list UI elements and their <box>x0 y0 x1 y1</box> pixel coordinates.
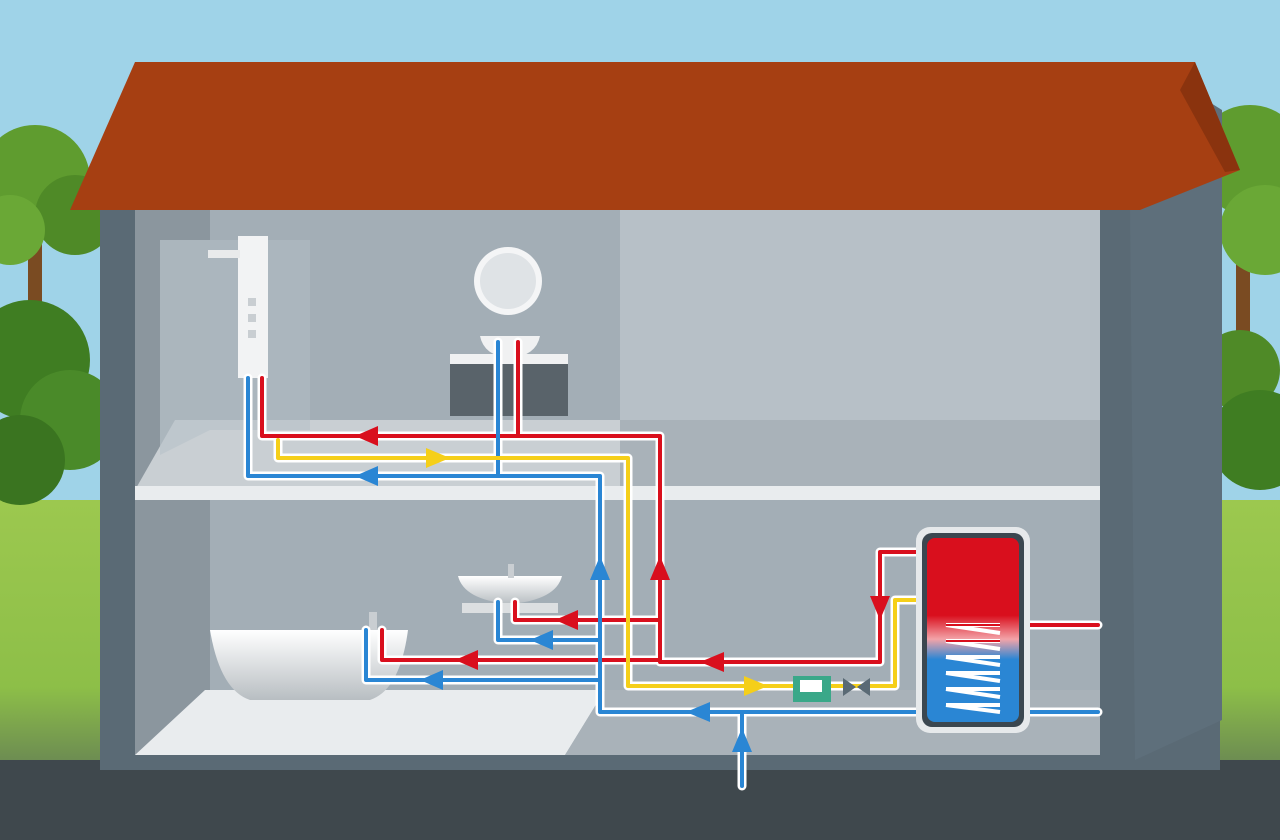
circulation-arrow <box>426 448 450 468</box>
cold-arrow <box>686 702 710 722</box>
round-mirror <box>474 247 542 315</box>
floor-slab <box>135 486 1100 500</box>
wash-basin-lower <box>458 564 562 613</box>
circulation-pump <box>793 676 831 702</box>
house-side-wall <box>1130 95 1222 760</box>
hot-arrow <box>650 556 670 580</box>
roof <box>70 62 1240 210</box>
cold-arrow <box>530 630 553 650</box>
hot-arrow <box>870 596 890 620</box>
cold-arrow <box>420 670 443 690</box>
cold-arrow <box>732 728 752 752</box>
circulation-arrow <box>744 676 768 696</box>
cold-arrow <box>355 466 378 486</box>
shower-panel <box>160 236 310 455</box>
flow-arrows <box>355 426 890 752</box>
check-valve <box>843 678 870 696</box>
hot-arrow <box>455 650 478 670</box>
hot-arrow <box>700 652 724 672</box>
hot-arrow <box>555 610 578 630</box>
cold-water-inlet <box>736 770 748 790</box>
vanity-cabinet <box>450 354 568 416</box>
bathtub <box>210 612 408 700</box>
hot-arrow <box>355 426 378 446</box>
cold-arrow <box>590 556 610 580</box>
